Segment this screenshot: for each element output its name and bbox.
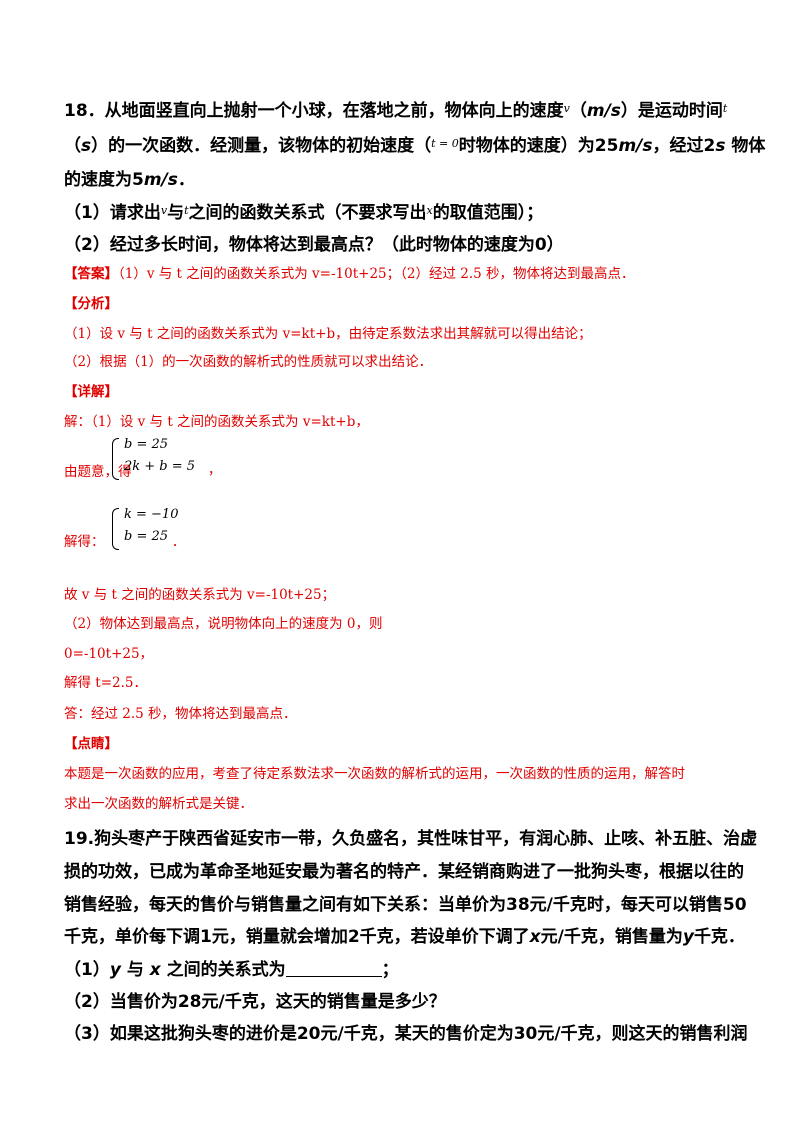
equation: b = 25: [124, 437, 169, 452]
var-x: x: [149, 960, 161, 980]
q19-text: 千克．: [693, 927, 745, 947]
q19-text: 千克，单价每下调1元，销量就会增加2千克，若设单价下调了: [64, 927, 530, 947]
unit: m/s: [586, 101, 621, 121]
brace-icon: [112, 438, 119, 480]
detail-line-4: 0=-10t+25，: [64, 646, 154, 662]
solve-text: 解得：: [64, 534, 105, 550]
detail-line-2: 故 v 与 t 之间的函数关系式为 v=-10t+25；: [64, 587, 336, 603]
answer-tag: 【答案】: [64, 266, 118, 282]
comment-line-1: 本题是一次函数的应用，考查了待定系数法求一次函数的解析式的运用，一次函数的性质的…: [64, 766, 685, 782]
detail-line-1: 解：（1）设 v 与 t 之间的函数关系式为 v=kt+b，: [64, 414, 369, 430]
q18-text: （: [569, 101, 587, 121]
q19-text: 与: [120, 960, 150, 980]
analysis-tag-line: 【分析】: [64, 292, 740, 312]
unit: s: [715, 136, 726, 156]
equation: b = 25: [124, 529, 169, 544]
equation-system-given: b = 25 2k + b = 5 ，: [112, 437, 232, 481]
unit: m/s: [618, 136, 653, 156]
analysis-tag: 【分析】: [64, 296, 118, 312]
var-v: v: [563, 102, 570, 115]
var-v: v: [160, 204, 168, 217]
q18-text: ）的一次函数．经测量，该物体的初始速度（: [91, 136, 432, 156]
var-x: x: [529, 927, 541, 947]
q18-line-3: 的速度为5m/s．: [64, 165, 740, 190]
q19-part-3: （3）如果这批狗头枣的进价是20元/千克，某天的售价定为30元/千克，则这天的销…: [64, 1024, 748, 1044]
answer-text: （1）v 与 t 之间的函数关系式为 v=-10t+25；（2）经过 2.5 秒…: [118, 266, 635, 282]
q18-text: ）是运动时间: [620, 101, 723, 121]
q18-text: 之间的函数关系式（不要求写出: [188, 203, 427, 223]
q18-line-2: （s）的一次函数．经测量，该物体的初始速度（t = 0时物体的速度）为25m/s…: [64, 131, 765, 156]
q19-text: ；: [381, 960, 399, 980]
answer-line: 【答案】（1）v 与 t 之间的函数关系式为 v=-10t+25；（2）经过 2…: [64, 262, 740, 282]
q18-line-1: 18．从地面竖直向上抛射一个小球，在落地之前，物体向上的速度v（m/s）是运动时…: [64, 96, 740, 121]
q18-text: 18．从地面竖直向上抛射一个小球，在落地之前，物体向上的速度: [64, 101, 564, 121]
q18-text: 时物体的速度）为25: [458, 136, 619, 156]
brace-icon: [112, 508, 119, 550]
q18-text: 的取值范围）；: [432, 203, 544, 223]
detail-line-5: 解得 t=2.5．: [64, 675, 147, 691]
var-x: x: [426, 204, 433, 217]
detail-tag-line: 【详解】: [64, 380, 740, 400]
q19-line-2: 损的功效，已成为革命圣地延安最为著名的特产．某经销商购进了一批狗头枣，根据以往的: [64, 862, 744, 882]
q18-text: 与: [167, 203, 185, 223]
analysis-line-2: （2）根据（1）的一次函数的解析式的性质就可以求出结论．: [64, 354, 433, 370]
var-y: y: [109, 960, 121, 980]
q18-text: 物体: [725, 136, 766, 156]
analysis-line-1: （1）设 v 与 t 之间的函数关系式为 v=kt+b，由待定系数法求出其解就可…: [64, 326, 592, 342]
var-y: y: [682, 927, 694, 947]
q19-line-1: 19.狗头枣产于陕西省延安市一带，久负盛名，其性味甘平，有润心肺、止咳、补五脏、…: [64, 829, 758, 849]
q19-line-4: 千克，单价每下调1元，销量就会增加2千克，若设单价下调了x元/千克，销售量为y千…: [64, 922, 745, 947]
unit: m/s: [143, 170, 178, 190]
var-t: t: [184, 204, 189, 217]
q18-part-2: （2）经过多长时间，物体将达到最高点？（此时物体的速度为0）: [64, 235, 564, 255]
q18-text: ，经过2: [652, 136, 716, 156]
unit: s: [81, 136, 92, 156]
detail-line-3: （2）物体达到最高点，说明物体向上的速度为 0，则: [64, 616, 383, 632]
q18-part-1: （1）请求出v与t之间的函数关系式（不要求写出x的取值范围）；: [64, 198, 740, 223]
q19-text: 元/千克，销售量为: [540, 927, 683, 947]
equation-system-solution: k = −10 b = 25 ．: [112, 507, 202, 551]
answer-blank[interactable]: [285, 962, 382, 977]
equation: 2k + b = 5: [124, 459, 196, 474]
detail-tag: 【详解】: [64, 384, 118, 400]
q18-text: （1）请求出: [64, 203, 161, 223]
comment-tag-line: 【点睛】: [64, 732, 740, 752]
detail-line-6: 答：经过 2.5 秒，物体将达到最高点．: [64, 706, 297, 722]
punct: ，: [208, 463, 222, 478]
equation: k = −10: [124, 507, 179, 522]
q19-text: 之间的关系式为: [160, 960, 286, 980]
punct: ．: [172, 535, 186, 550]
q18-text: （: [64, 136, 81, 156]
q19-part-2: （2）当售价为28元/千克，这天的销售量是多少？: [64, 992, 446, 1012]
q19-text: （1）: [64, 960, 110, 980]
comment-tag: 【点睛】: [64, 736, 118, 752]
solve-prefix: 解得：: [64, 530, 740, 550]
var-t: t: [722, 102, 728, 115]
q18-text: 的速度为5: [64, 170, 144, 190]
q18-text: ．: [177, 170, 195, 190]
q19-part-1: （1）y 与 x 之间的关系式为 ；: [64, 955, 740, 980]
comment-line-2: 求出一次函数的解析式是关键．: [64, 796, 253, 812]
condition: t = 0: [431, 137, 459, 150]
q19-line-3: 销售经验，每天的售价与销售量之间有如下关系：当单价为38元/千克时，每天可以销售…: [64, 895, 747, 915]
